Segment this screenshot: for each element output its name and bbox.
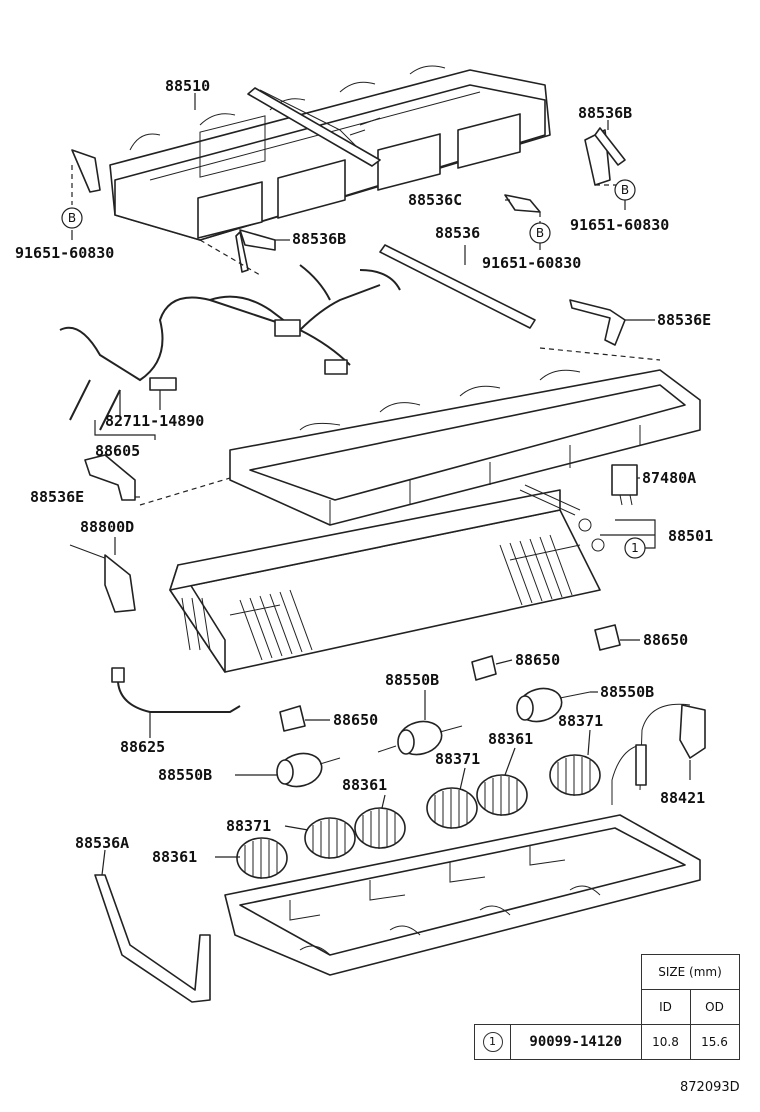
label-88536b-top: 88536B	[578, 104, 632, 122]
thermistor-88800d	[69, 544, 136, 613]
leader-lines	[71, 93, 691, 876]
label-88361-mid: 88361	[342, 776, 387, 794]
resistor-88650-right	[594, 624, 621, 651]
label-88650-mid: 88650	[515, 651, 560, 669]
label-88536e-left: 88536E	[30, 488, 84, 506]
svg-text:1: 1	[631, 541, 639, 555]
resistor-88650-left	[279, 705, 306, 732]
label-88536e-right: 88536E	[657, 311, 711, 329]
label-91651-left: 91651-60830	[15, 244, 114, 262]
label-82711: 82711-14890	[105, 412, 204, 430]
label-88501: 88501	[668, 527, 713, 545]
wire-88625	[111, 667, 241, 713]
label-88371-mid: 88371	[435, 750, 480, 768]
callout-b-left: B	[61, 207, 83, 229]
label-88371-right: 88371	[558, 712, 603, 730]
evaporator-88501	[169, 484, 605, 673]
label-88605: 88605	[95, 442, 140, 460]
size-table: SIZE (mm) ID OD 1 90099-14120 10.8 15.6	[474, 954, 740, 1060]
duct-88510	[109, 65, 551, 241]
expansion-valve-88421	[611, 703, 706, 805]
label-88625: 88625	[120, 738, 165, 756]
relay-87480a	[611, 464, 638, 506]
size-col-od: OD	[689, 989, 740, 1025]
label-88371-left: 88371	[226, 817, 271, 835]
label-88536: 88536	[435, 224, 480, 242]
svg-text:B: B	[68, 211, 76, 225]
label-88536a: 88536A	[75, 834, 129, 852]
motor-88550b-left	[276, 752, 341, 788]
wire-harness-88605	[59, 264, 401, 431]
part-labels: 88510 88536B 91651-60830 88536C 91651-60…	[15, 77, 713, 866]
size-row-part-no: 90099-14120	[510, 1024, 642, 1060]
label-88536b-mid: 88536B	[292, 230, 346, 248]
label-88550b-left: 88550B	[158, 766, 212, 784]
svg-text:B: B	[536, 226, 544, 240]
bracket-88536e-right	[569, 299, 626, 346]
bracket-88536b-mid	[235, 229, 276, 273]
size-row-ref: 1	[474, 1024, 511, 1060]
motor-88550b-mid	[377, 720, 463, 756]
blower-wheel-88361-mid	[354, 807, 406, 849]
label-87480a: 87480A	[642, 469, 696, 487]
label-88650-left: 88650	[333, 711, 378, 729]
rail-88536	[379, 244, 536, 329]
bracket-88536c	[504, 194, 541, 213]
blower-wheel-88371-right	[549, 754, 601, 796]
label-88800d: 88800D	[80, 518, 134, 536]
label-88536c: 88536C	[408, 191, 462, 209]
label-88361-right: 88361	[488, 730, 533, 748]
label-88361-left: 88361	[152, 848, 197, 866]
label-88421: 88421	[660, 789, 705, 807]
callout-1: 1	[624, 537, 646, 559]
upper-case	[229, 369, 701, 526]
table-row: 1 90099-14120 10.8 15.6	[474, 1024, 740, 1060]
motor-88550b-right	[516, 687, 591, 723]
label-91651-right: 91651-60830	[570, 216, 669, 234]
reference-code: 872093D	[680, 1080, 740, 1095]
size-col-id: ID	[640, 989, 691, 1025]
label-88550b-mid: 88550B	[385, 671, 439, 689]
callout-b-right: B	[614, 179, 636, 201]
bracket-88536a	[94, 874, 211, 1003]
label-88550b-right: 88550B	[600, 683, 654, 701]
lower-case	[224, 814, 701, 976]
bracket-88536b-top	[584, 127, 626, 186]
blower-wheel-88361-left	[236, 837, 288, 879]
callout-b-mid: B	[529, 222, 551, 244]
bracket-left-top	[71, 149, 101, 193]
blower-wheel-88371-mid	[426, 787, 478, 829]
resistor-88650-mid	[471, 655, 497, 681]
blower-wheel-88361-right	[476, 774, 528, 816]
label-88510: 88510	[165, 77, 210, 95]
size-row-od: 15.6	[689, 1024, 740, 1060]
size-table-header: SIZE (mm)	[640, 954, 740, 990]
bracket-88536e-left	[84, 454, 136, 501]
label-88650-right: 88650	[643, 631, 688, 649]
size-row-id: 10.8	[640, 1024, 691, 1060]
svg-text:B: B	[621, 183, 629, 197]
blower-wheel-88371-left	[304, 817, 356, 859]
label-91651-mid: 91651-60830	[482, 254, 581, 272]
